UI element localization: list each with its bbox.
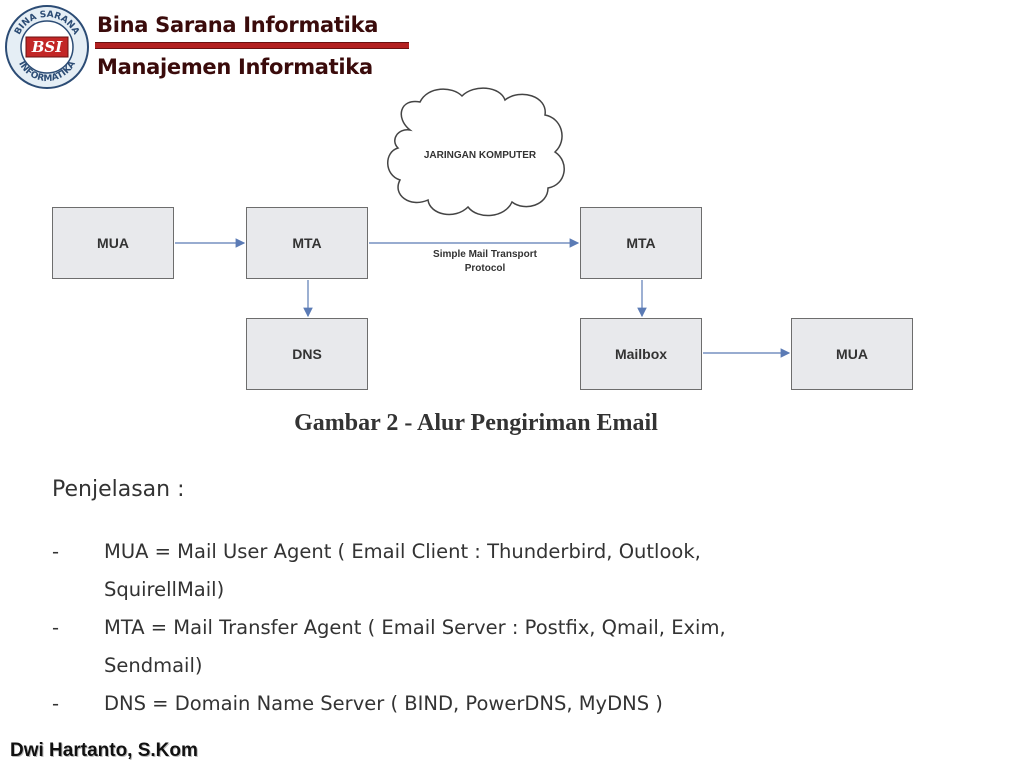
institution-name: Bina Sarana Informatika	[97, 13, 379, 37]
mta-receiver-box: MTA	[580, 207, 702, 279]
smtp-label: Simple Mail Transport Protocol	[410, 248, 560, 276]
dns-box: DNS	[246, 318, 368, 390]
explanation-heading: Penjelasan :	[52, 477, 185, 502]
explanation-list: - MUA = Mail User Agent ( Email Client :…	[52, 533, 982, 723]
list-dash: -	[52, 616, 60, 639]
list-item-text: DNS = Domain Name Server ( BIND, PowerDN…	[104, 692, 663, 715]
network-cloud-shape	[387, 87, 565, 217]
list-item-mua: - MUA = Mail User Agent ( Email Client :…	[52, 533, 982, 609]
logo-center-text: BSI	[31, 38, 64, 56]
mua-sender-box: MUA	[52, 207, 174, 279]
list-item-text: MTA = Mail Transfer Agent ( Email Server…	[104, 616, 726, 639]
list-dash: -	[52, 692, 60, 715]
bsi-logo: BINA SARANA INFORMATIKA BSI	[5, 5, 89, 89]
list-item-text: SquirellMail)	[104, 578, 225, 601]
mta-sender-box: MTA	[246, 207, 368, 279]
list-item-mta: - MTA = Mail Transfer Agent ( Email Serv…	[52, 609, 982, 685]
email-flow-diagram: JARINGAN KOMPUTER Simple Mail Transport …	[52, 87, 913, 436]
header-divider	[95, 42, 409, 49]
list-item-dns: - DNS = Domain Name Server ( BIND, Power…	[52, 685, 982, 723]
list-item-text: MUA = Mail User Agent ( Email Client : T…	[104, 540, 701, 563]
diagram-connectors	[175, 87, 791, 358]
list-dash: -	[52, 540, 60, 563]
author-footer: Dwi Hartanto, S.Kom	[10, 740, 198, 761]
department-name: Manajemen Informatika	[97, 55, 373, 79]
mailbox-box: Mailbox	[580, 318, 702, 390]
network-cloud-label: JARINGAN KOMPUTER	[423, 150, 537, 161]
smtp-label-line2: Protocol	[464, 263, 506, 274]
list-item-text: Sendmail)	[104, 654, 203, 677]
smtp-label-line1: Simple Mail Transport	[433, 249, 537, 260]
mua-receiver-box: MUA	[791, 318, 913, 390]
figure-caption: Gambar 2 - Alur Pengiriman Email	[294, 410, 658, 436]
